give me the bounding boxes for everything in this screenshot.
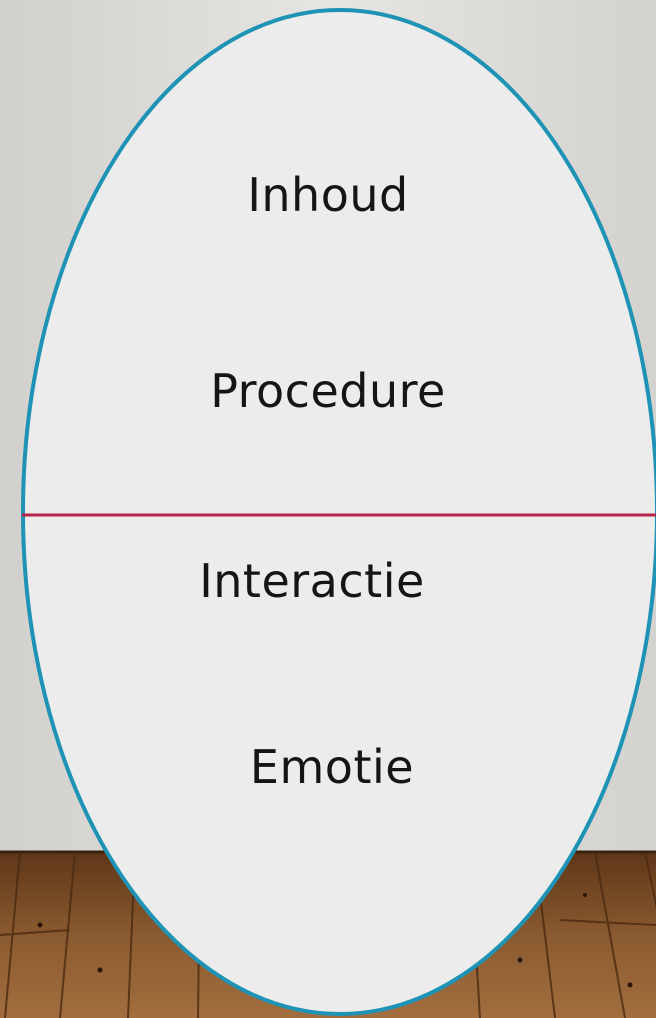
label-inhoud: Inhoud bbox=[247, 168, 409, 222]
label-emotie: Emotie bbox=[249, 740, 415, 794]
label-procedure: Procedure bbox=[210, 364, 446, 418]
oval-shape bbox=[21, 8, 656, 1016]
label-interactie: Interactie bbox=[199, 554, 425, 608]
